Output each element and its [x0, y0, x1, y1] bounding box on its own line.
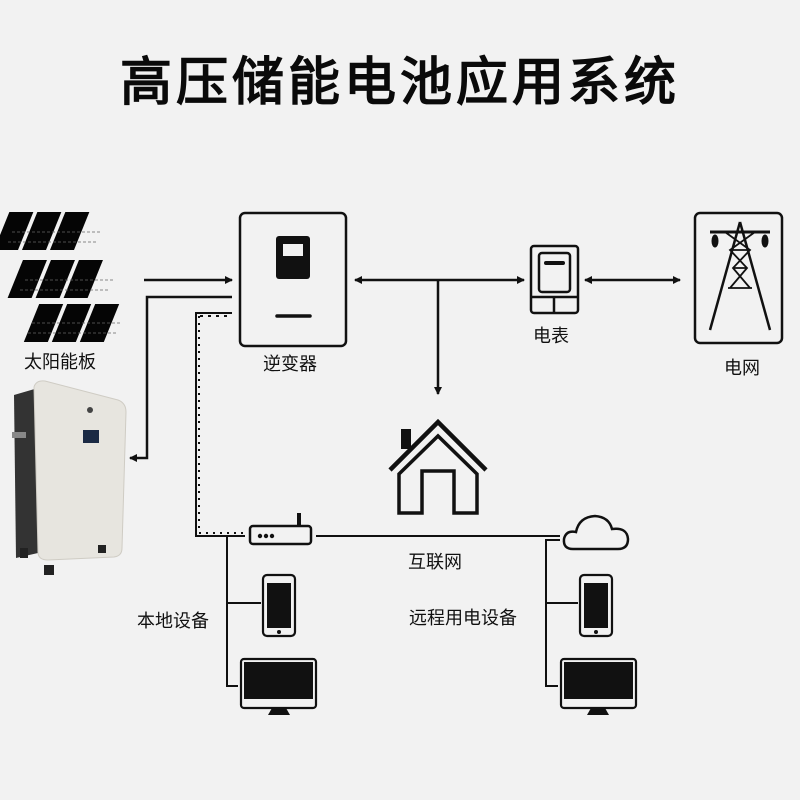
inverter-label: 逆变器	[263, 354, 317, 375]
cloud-icon	[562, 514, 630, 551]
remote-devices-label: 远程用电设备	[409, 608, 517, 629]
remote-phone-icon	[578, 573, 614, 638]
remote-devices-bus	[545, 539, 578, 687]
local-phone-icon	[261, 573, 297, 638]
power-tower-icon	[693, 211, 784, 345]
solar-panel-label: 太阳能板	[24, 352, 96, 373]
local-monitor-icon	[239, 657, 318, 715]
grid-label: 电网	[724, 358, 760, 379]
electric-meter-icon	[529, 244, 580, 315]
house-icon	[388, 418, 488, 515]
inverter-icon	[238, 211, 348, 348]
router-icon	[248, 513, 313, 546]
page-title: 高压储能电池应用系统	[119, 53, 680, 113]
remote-monitor-icon	[559, 657, 638, 715]
communication-line	[195, 312, 245, 537]
internet-label: 互联网	[408, 552, 462, 573]
battery-inverter-arrow	[129, 295, 232, 462]
local-devices-bus	[226, 536, 261, 687]
meter-label: 电表	[533, 326, 569, 347]
local-devices-label: 本地设备	[137, 611, 209, 632]
solar-panel-icon	[0, 212, 122, 342]
battery-cabinet	[12, 380, 127, 575]
